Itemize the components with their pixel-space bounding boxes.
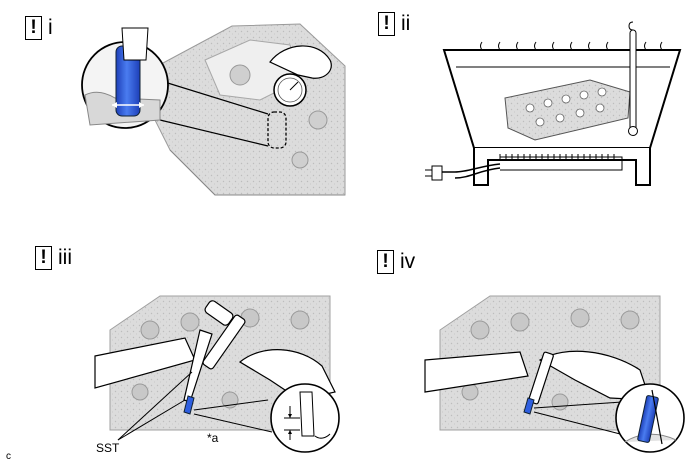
panel-i-hand	[269, 45, 332, 79]
step-ii-heading: ! ii	[378, 12, 410, 36]
corner-mark: c	[6, 451, 11, 462]
step-iii-heading: ! iii	[35, 246, 72, 270]
step-ii-caution-icon: !	[378, 12, 395, 36]
step-ii-label: ii	[401, 12, 411, 35]
sst-callout: SST	[96, 441, 120, 455]
step-i-heading: ! i	[25, 16, 53, 40]
power-cord	[440, 163, 501, 173]
step-iv-caution-icon: !	[377, 250, 394, 274]
panel-ii-cylinder-head	[504, 79, 631, 141]
panel-iv-illustration	[424, 295, 685, 453]
panel-i-illustration	[81, 23, 346, 196]
thermometer-icon	[629, 29, 637, 131]
panel-ii-illustration	[425, 21, 682, 186]
plug-icon	[431, 165, 443, 181]
step-iv-heading: ! iv	[377, 250, 415, 274]
panel-iii-illustration	[94, 295, 340, 453]
panel-iv-left-arm	[424, 351, 529, 393]
step-iv-label: iv	[400, 250, 416, 273]
step-i-caution-icon: !	[25, 16, 42, 40]
step-i-label: i	[48, 16, 53, 39]
step-iii-caution-icon: !	[35, 246, 52, 270]
callout-a: *a	[207, 431, 219, 445]
heating-coil	[499, 154, 623, 171]
step-iii-label: iii	[58, 246, 72, 269]
